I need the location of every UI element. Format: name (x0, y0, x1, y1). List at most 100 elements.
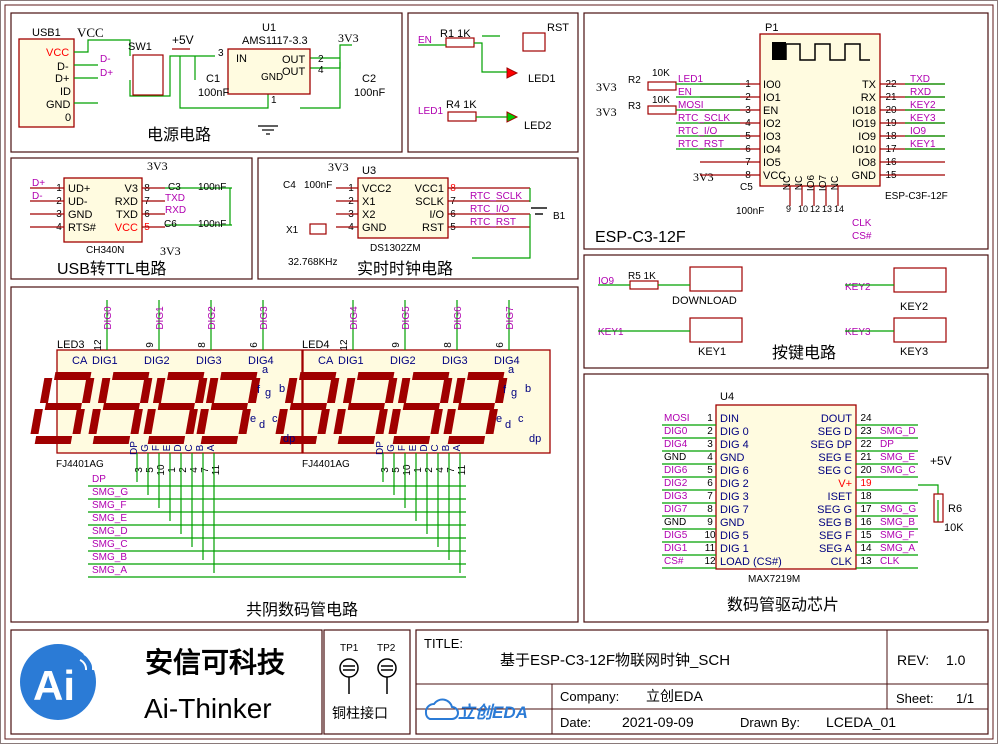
u1-part: AMS1117-3.3 (242, 35, 308, 47)
power-title: 电源电路 (147, 126, 211, 144)
drv-rpin-6: ISET (828, 491, 853, 503)
seg-net-6: SMG_B (92, 552, 127, 563)
seg-letter-0-7: A (206, 444, 217, 451)
net-en: EN (418, 35, 432, 46)
seg-g-0: g (265, 387, 271, 399)
rtc-lpin-0: VCC2 (362, 183, 391, 195)
seg-pin-0-3: 1 (167, 467, 178, 473)
rtc-net-2: RTC_I/O (470, 204, 509, 215)
seg-bar-2 (185, 409, 198, 434)
seg-bar-2 (317, 409, 330, 434)
key1-label: KEY1 (698, 346, 726, 358)
seg-title: 共阴数码管电路 (246, 601, 358, 619)
lceda-logo: 立创EDA (424, 698, 528, 722)
drv-rpin-7: SEG G (817, 504, 852, 516)
drv-rnet-3: SMG_E (880, 452, 915, 463)
drv-lnum-1: 2 (707, 426, 713, 437)
seg-letter-1-4: D (419, 444, 430, 451)
seg-bar-6 (402, 403, 440, 410)
seg-bar-5 (342, 378, 356, 403)
ch340-rpin-3: VCC (115, 222, 138, 234)
key1-button (689, 317, 743, 343)
drv-lnet-8: GND (664, 517, 686, 528)
esp-rpin-5: IO10 (852, 144, 876, 156)
seg-ca-1: CA (318, 355, 334, 367)
sheet-title: 基于ESP-C3-12F物联网时钟_SCH (500, 652, 730, 669)
seg-f-0: f (257, 384, 261, 396)
drv-lnet-3: GND (664, 452, 686, 463)
seg-dignet-0-3: DIG3 (259, 306, 270, 330)
drv-lpin-9: DIG 5 (720, 530, 749, 542)
drv-rnum-10: 14 (860, 543, 872, 554)
b1-label: B1 (553, 211, 566, 222)
esp-rnet-3: KEY3 (910, 113, 936, 124)
c4-value: 100nF (304, 180, 332, 191)
seg-bar-3 (92, 436, 131, 444)
seg-pin-0-4: 2 (178, 467, 189, 473)
esp-pin-1: IO1 (763, 92, 781, 104)
key3-label: KEY3 (900, 346, 928, 358)
r4-label: R4 1K (446, 99, 477, 111)
seg-bar-1 (439, 378, 453, 403)
seg-dp-0: dp (283, 433, 295, 445)
seg-pin-1-3: 1 (413, 467, 424, 473)
esp-pin-6: IO5 (763, 157, 781, 169)
keys-title: 按键电路 (772, 344, 836, 362)
svg-text:Ai: Ai (33, 662, 75, 709)
v33-esp: 3V3 (693, 170, 714, 184)
wire (472, 188, 531, 259)
c3-label: C3 (168, 182, 181, 193)
drv-rnum-9: 15 (860, 530, 872, 541)
drv-lnum-11: 12 (704, 556, 716, 567)
vcc-label: VCC (77, 25, 104, 40)
seg-bar-1 (494, 378, 508, 403)
esp-rnet-0: TXD (910, 74, 930, 85)
esp-net-2: MOSI (678, 100, 704, 111)
company-value: 立创EDA (646, 688, 703, 704)
seg-bar-5 (39, 378, 53, 403)
seg-bar-0 (111, 372, 150, 380)
plus5v-label: +5V (172, 33, 194, 47)
seg-dignet-1-2: DIG6 (453, 306, 464, 330)
seg-bar-4 (196, 409, 209, 434)
seg-dignet-1-0: DIG4 (349, 306, 360, 330)
drv-rnet-1: SMG_D (880, 426, 916, 437)
usb-pin-dm: D- (57, 61, 69, 73)
seg-bar-2 (375, 409, 388, 434)
c4-label: C4 (283, 180, 296, 191)
esp-net-0: LED1 (678, 74, 703, 85)
seg-f-1: f (503, 384, 507, 396)
esp-part: ESP-C3F-12F (885, 191, 948, 202)
drv-rnum-4: 20 (860, 465, 872, 476)
r2-label: R2 (628, 75, 641, 86)
led1-label: LED1 (528, 73, 556, 85)
esp-net-5: RTC_RST (678, 139, 724, 150)
esp-rpin-4: IO9 (858, 131, 876, 143)
seg-letter-1-6: B (441, 444, 452, 451)
seg-pin-0-5: 4 (189, 467, 200, 473)
drv-rpin-11: CLK (831, 556, 853, 568)
drv-lnum-10: 11 (705, 543, 716, 554)
seg-digpin-1-1: 9 (391, 342, 402, 348)
seg-digpin-0-1: 9 (145, 342, 156, 348)
download-button (689, 266, 743, 292)
esp-bpin-0: NC (782, 176, 793, 190)
sw1-switch (132, 54, 164, 96)
v33-label: 3V3 (338, 31, 359, 45)
drv-rnum-0: 24 (860, 413, 872, 424)
seg-pin-0-7: 11 (211, 464, 222, 475)
u1-label: U1 (262, 22, 276, 34)
rtc-rpin-0: VCC1 (415, 183, 444, 195)
r6-value: 10K (944, 522, 964, 534)
seg-bar-6 (289, 403, 327, 410)
title-label: TITLE: (424, 636, 463, 651)
seg-bar-2 (485, 409, 498, 434)
seg-d-1: d (505, 419, 511, 431)
seg-bar-4 (275, 409, 288, 434)
rtc-lpin-3: GND (362, 222, 387, 234)
esp-bnum-4: 14 (834, 204, 844, 214)
seg-pin-1-1: 5 (391, 467, 402, 473)
esp-rpin-1: RX (861, 92, 877, 104)
